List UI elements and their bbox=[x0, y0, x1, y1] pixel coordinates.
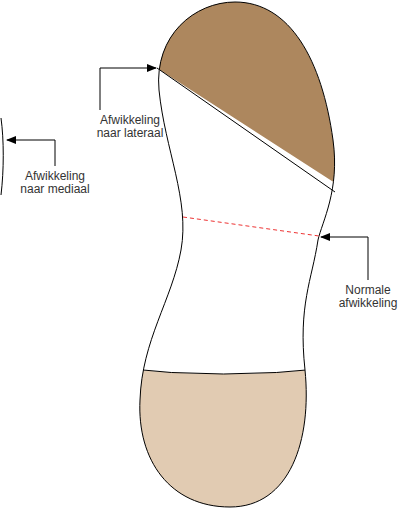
sole-zones bbox=[100, 0, 400, 513]
callout-label: Afwikkeling naar lateraal bbox=[92, 114, 168, 140]
toe-zone bbox=[100, 0, 400, 225]
leader-normal bbox=[321, 237, 368, 280]
sole-outline bbox=[140, 2, 335, 507]
leader-lateral bbox=[100, 68, 156, 110]
heel-zone bbox=[120, 368, 330, 513]
toe-line bbox=[157, 68, 335, 192]
medial-edge bbox=[1, 118, 3, 195]
callout-label: Afwikkeling naar mediaal bbox=[17, 170, 93, 196]
callout-label: Normale afwikkeling bbox=[330, 284, 406, 310]
roll-line bbox=[183, 217, 319, 236]
leader-medial bbox=[7, 140, 55, 166]
